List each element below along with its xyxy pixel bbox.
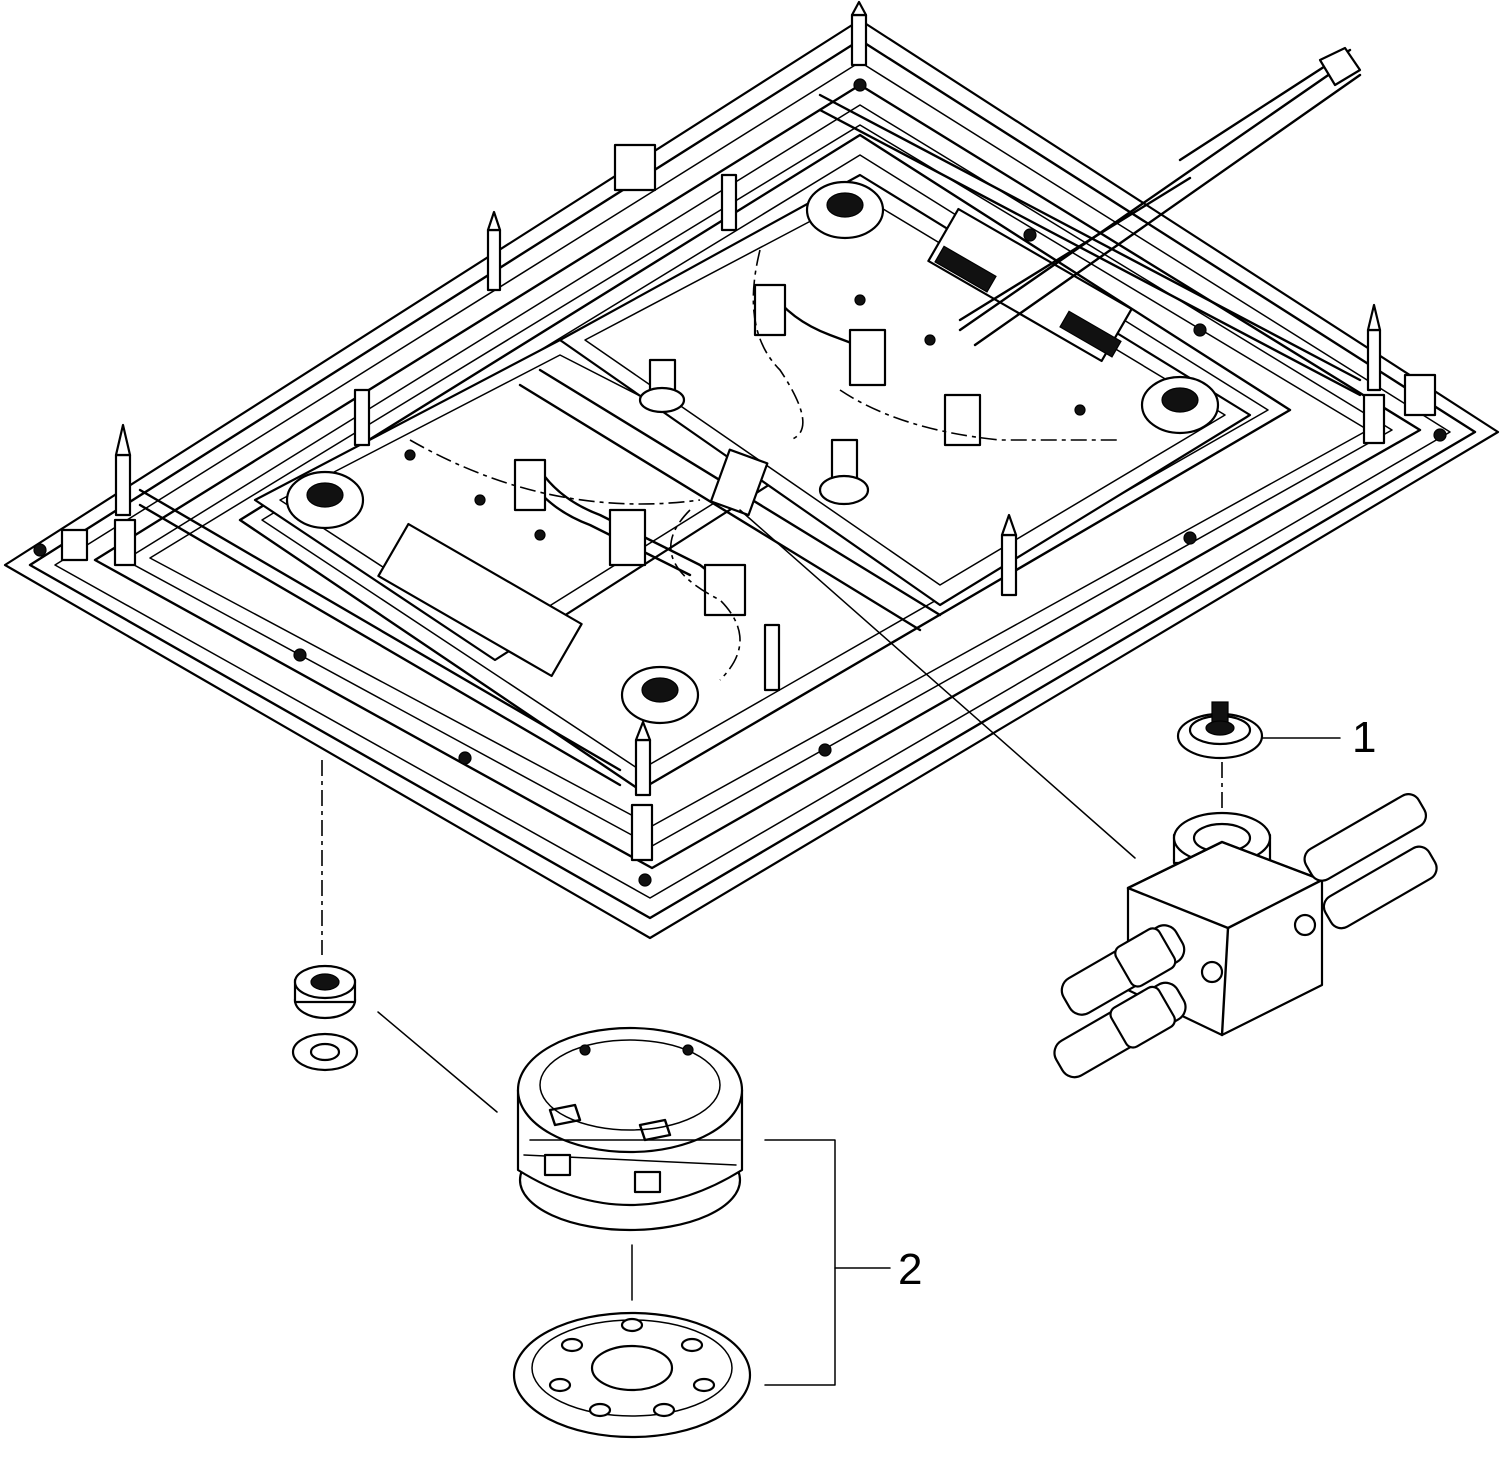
- bracket-2: [764, 1139, 836, 1386]
- spacer-ring-drawing: [291, 964, 359, 1072]
- leader-line-block: [739, 509, 1136, 859]
- right-panel: [558, 173, 1252, 607]
- leader-line-cartridge: [377, 1011, 498, 1113]
- callout-1-label: 1: [1352, 713, 1376, 762]
- distributor-block-drawing: [1053, 793, 1438, 1079]
- bathtub-frame-drawing: [3, 0, 1500, 940]
- grommet-drawing: [1176, 701, 1264, 815]
- support-posts: [113, 0, 1386, 862]
- callout-2-label: 2: [898, 1245, 922, 1294]
- valves: [60, 143, 1437, 562]
- pump-cartridge-drawing: [512, 1026, 752, 1439]
- jet-nozzles: [285, 180, 1220, 725]
- bolt-holes: [33, 78, 1447, 887]
